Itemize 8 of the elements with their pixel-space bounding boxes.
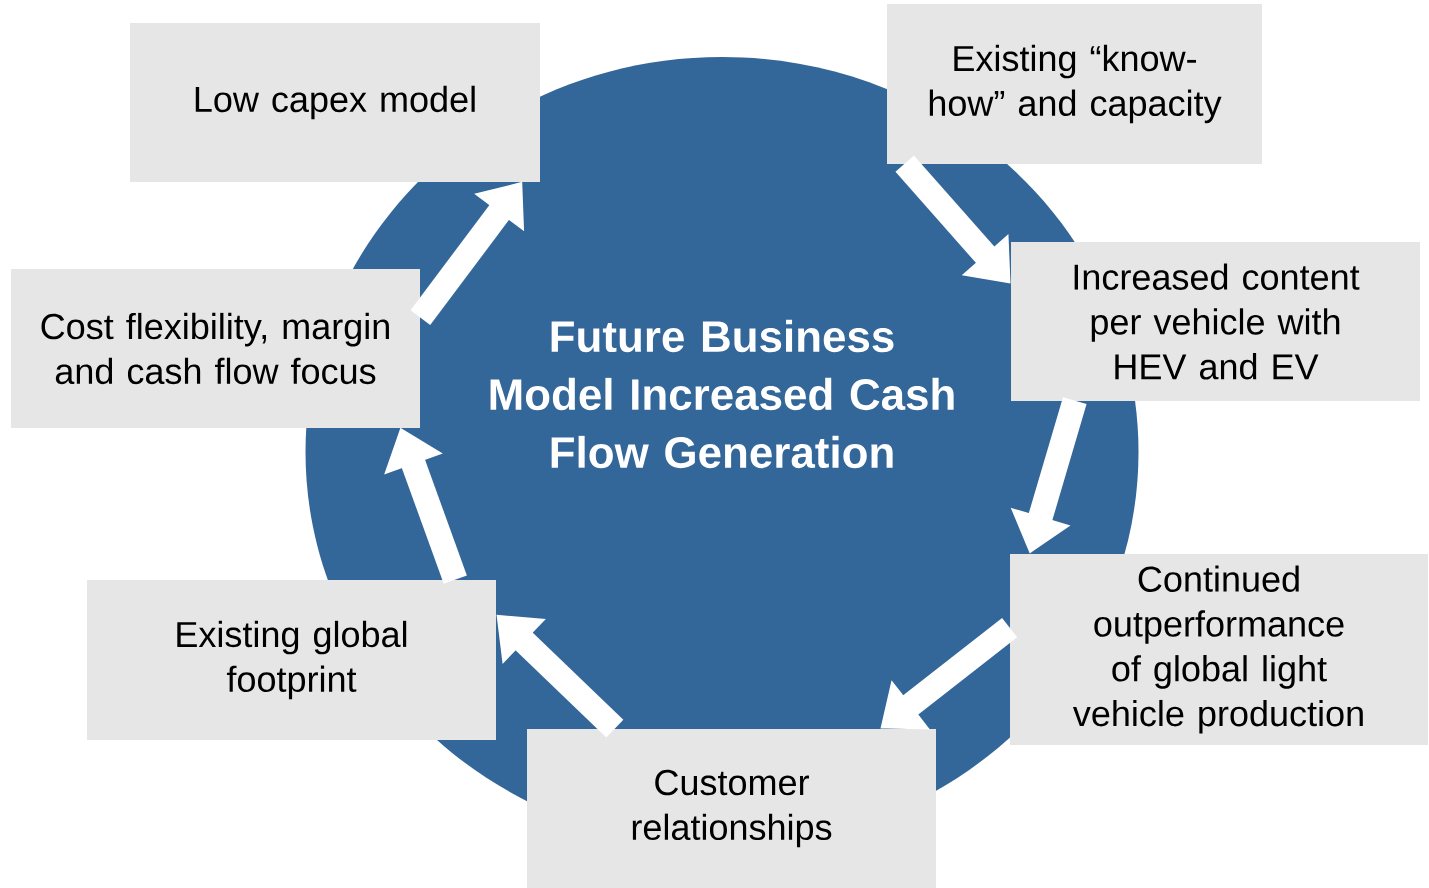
text-box: Continued outperformance of global light vehicle production [1010,554,1428,745]
text-box: Increased content per vehicle with HEV and EV [1011,242,1420,401]
text-box: Customer relationships [527,729,936,888]
text-box: Low capex model [130,23,540,182]
center-title: Future Business Model Increased Cash Flow Generation [490,319,954,469]
text-box: Cost flexibility, margin and cash flow focus [11,269,420,428]
text-box: Existing “know-how” and capacity [887,4,1262,164]
text-box: Existing global footprint [87,580,496,740]
